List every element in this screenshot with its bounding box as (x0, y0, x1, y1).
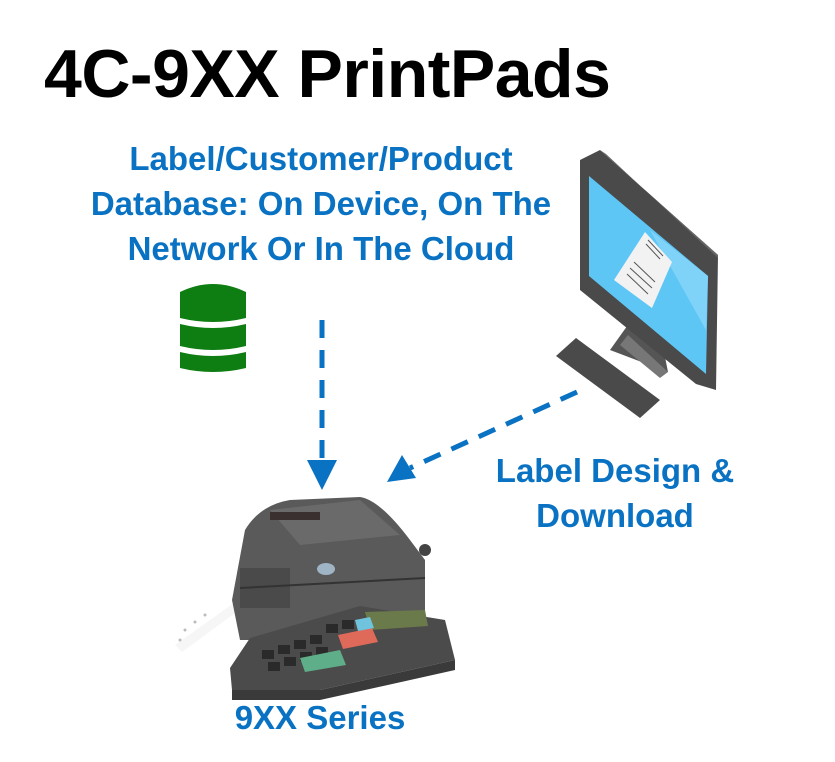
device-series-label: 9XX Series (234, 699, 406, 736)
database-label: Label/Customer/Product Database: On Devi… (90, 140, 552, 267)
label-printer-keypad-icon (175, 497, 455, 700)
database-icon (180, 284, 246, 372)
database-to-device-arrow (307, 320, 337, 490)
page-title: 4C-9XX PrintPads (44, 36, 611, 112)
desktop-computer-icon (556, 150, 718, 418)
design-download-label: Label Design & Download (495, 452, 735, 534)
